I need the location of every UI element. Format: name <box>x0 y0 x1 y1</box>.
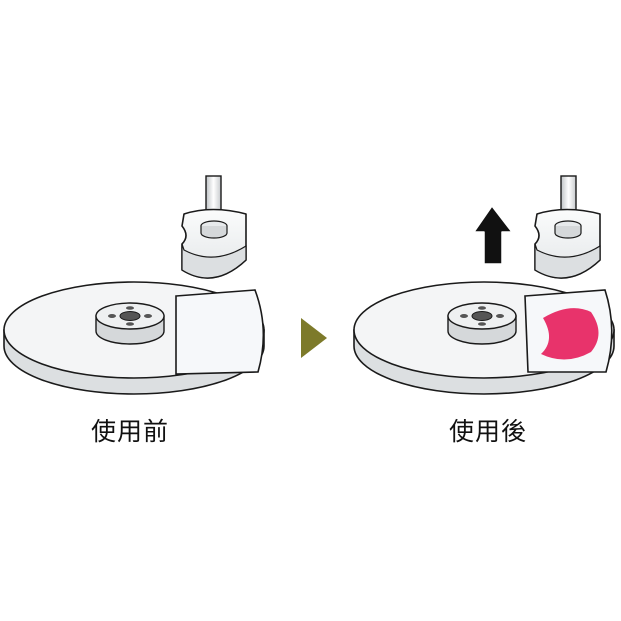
up-arrow-icon <box>473 205 513 265</box>
holder-before <box>181 208 247 279</box>
sheet-before <box>175 289 265 375</box>
holder-after <box>534 208 601 279</box>
right-triangle-arrow-icon <box>301 318 327 358</box>
after-label: 使用後 <box>448 417 527 446</box>
after-scene <box>353 175 615 395</box>
hub-after <box>447 302 517 345</box>
hub-before <box>95 302 165 345</box>
before-scene <box>3 175 265 395</box>
wear-mark <box>541 308 599 360</box>
before-label: 使用前 <box>90 417 169 446</box>
